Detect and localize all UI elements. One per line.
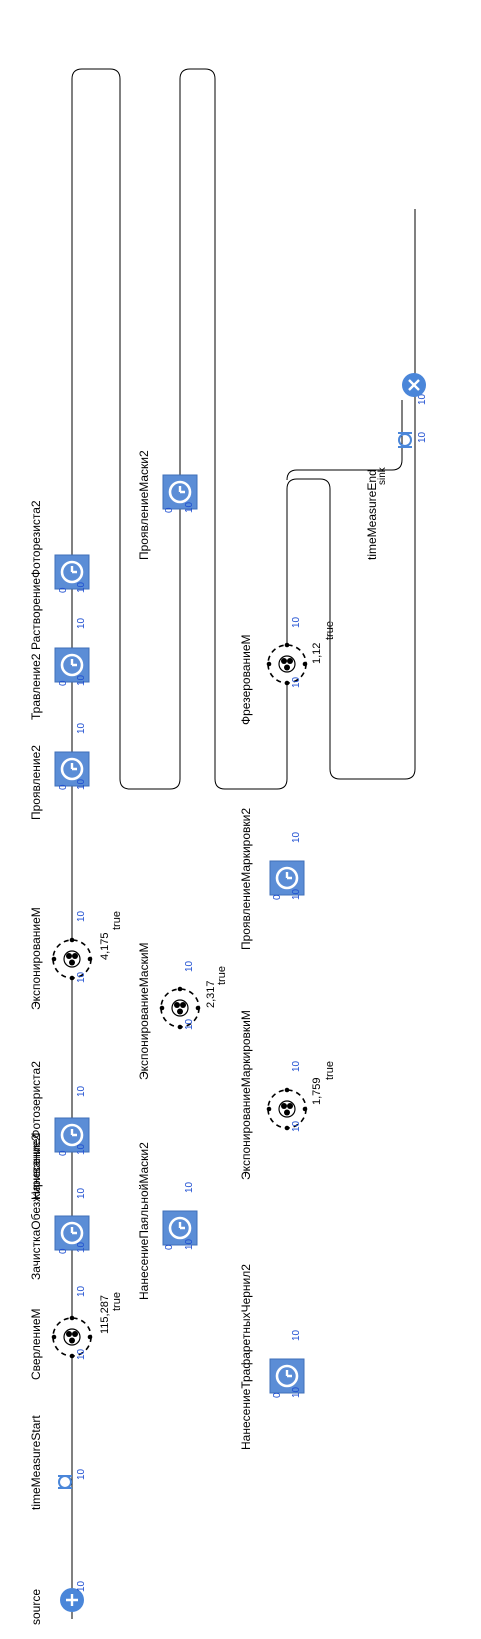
port-dot (69, 1353, 75, 1359)
source-label: source (29, 1589, 43, 1625)
row3-exit-line (286, 400, 403, 481)
true-label: true (324, 621, 336, 640)
count-label: 0 (164, 1244, 175, 1250)
count-label: 10 (76, 1187, 87, 1199)
time-start-label: timeMeasureStart (29, 1415, 43, 1510)
exposure-value: 4,175 (99, 932, 111, 960)
time-start-icon[interactable] (58, 1475, 72, 1489)
count-label: 10 (76, 778, 87, 790)
sink-x-icon (408, 379, 420, 391)
count-label: 0 (58, 587, 69, 593)
marking-exposure-value: 1,759 (311, 1077, 323, 1105)
count-label: 10 (76, 722, 87, 734)
count-label: 10 (291, 831, 302, 843)
solder-mask-apply-label: НанесениеПаяльнойМаски2 (137, 1142, 151, 1300)
mask-develop-label: ПроявлениеМаски2 (137, 450, 151, 560)
photoresist-apply-label: НанесениеФотозериста2 (29, 1061, 43, 1200)
mask-exposure-value: 2,317 (205, 980, 217, 1008)
port-dot (302, 1106, 308, 1112)
photoresist-dissolve-label: РастворениеФоторезиста2 (29, 500, 43, 650)
true-label: true (216, 966, 228, 985)
port-dot (177, 1024, 183, 1030)
count-label: 10 (184, 501, 195, 513)
port-dot (284, 1087, 290, 1093)
count-label: 10 (184, 960, 195, 972)
row2-lines (179, 68, 216, 779)
cleaning-label: ЗачисткаОбезжиривание2 (29, 1134, 43, 1280)
count-label: 0 (58, 1248, 69, 1254)
count-label: 0 (58, 1150, 69, 1156)
port-dot (87, 956, 93, 962)
time-end-subscript: sink (377, 466, 388, 485)
count-label: 10 (291, 888, 302, 900)
count-label: 10 (291, 616, 302, 628)
mask-exposure-label: ЭкспонированиеМаскиМ (137, 942, 151, 1080)
count-label: 10 (417, 393, 428, 405)
count-label: 10 (184, 1238, 195, 1250)
exposure-label: ЭкспонированиеМ (29, 907, 43, 1010)
count-label: 10 (184, 1181, 195, 1193)
count-label: 10 (76, 1241, 87, 1253)
time-end-icon[interactable] (398, 433, 412, 447)
count-label: 0 (58, 680, 69, 686)
port-dot (302, 661, 308, 667)
source-plus-icon (66, 1594, 78, 1606)
count-label: 10 (76, 617, 87, 629)
count-label: 0 (272, 1392, 283, 1398)
count-label: 10 (291, 1386, 302, 1398)
port-dot (51, 956, 57, 962)
marking-exposure-label: ЭкспонированиеМаркировкиМ (239, 1010, 253, 1180)
count-label: 10 (417, 431, 428, 443)
count-label: 10 (76, 1348, 87, 1360)
port-dot (69, 1315, 75, 1321)
count-label: 10 (76, 1085, 87, 1097)
marking-develop-label: ПроявлениеМаркировки2 (239, 808, 253, 950)
count-label: 10 (76, 1143, 87, 1155)
count-label: 10 (76, 910, 87, 922)
count-label: 10 (76, 581, 87, 593)
count-label: 10 (76, 1285, 87, 1297)
count-label: 10 (76, 1468, 87, 1480)
row1-lines (71, 68, 181, 1619)
port-dot (87, 1334, 93, 1340)
port-dot (284, 642, 290, 648)
count-label: 10 (184, 1018, 195, 1030)
true-label: true (111, 911, 123, 930)
true-label: true (111, 1292, 123, 1311)
port-dot (159, 1005, 165, 1011)
port-dot (177, 986, 183, 992)
drilling-label: СверлениеМ (29, 1308, 43, 1380)
port-dot (284, 1125, 290, 1131)
count-label: 10 (291, 1329, 302, 1341)
count-label: 0 (58, 784, 69, 790)
stencil-ink-label: НанесениеТрафаретныхЧернил2 (239, 1264, 253, 1450)
count-label: 10 (291, 1060, 302, 1072)
time-end-arrows-icon (398, 432, 412, 448)
port-dot (266, 661, 272, 667)
time-end-label: timeMeasureEnd (365, 469, 379, 560)
port-dot (51, 1334, 57, 1340)
milling-value: 1,12 (311, 643, 323, 664)
count-label: 10 (291, 1120, 302, 1132)
drilling-value: 115,287 (99, 1295, 111, 1334)
row3-lines (214, 209, 416, 790)
count-label: 0 (164, 507, 175, 513)
time-start-arrows-icon (58, 1475, 72, 1489)
port-dot (266, 1106, 272, 1112)
port-dot (284, 680, 290, 686)
milling-label: ФрезерованиеМ (239, 634, 253, 725)
count-label: 0 (272, 894, 283, 900)
count-label: 10 (76, 971, 87, 983)
develop-label: Проявление2 (29, 745, 43, 820)
true-label: true (324, 1061, 336, 1080)
port-dot (69, 975, 75, 981)
etching-label: Травление2 (29, 653, 43, 720)
count-label: 10 (291, 676, 302, 688)
port-dot (195, 1005, 201, 1011)
count-label: 10 (76, 674, 87, 686)
count-label: 10 (76, 1580, 87, 1592)
port-dot (69, 937, 75, 943)
